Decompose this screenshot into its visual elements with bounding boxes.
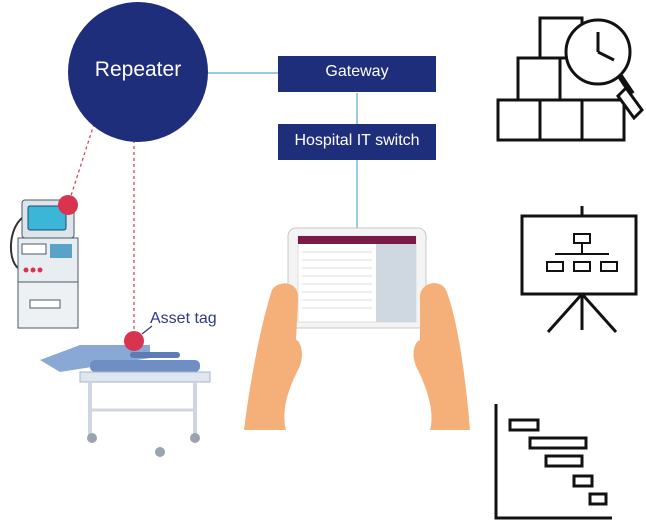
medical-machine-icon — [10, 199, 79, 329]
boxes-magnifier-clock-icon — [496, 16, 644, 142]
gateway-node — [278, 56, 436, 92]
it-switch-node — [278, 124, 436, 160]
gantt-chart-icon — [494, 404, 612, 520]
it-switch-label: Hospital IT switch — [294, 132, 420, 149]
repeater-label: Repeater — [94, 58, 182, 81]
tablet-hands-icon — [244, 227, 470, 430]
asset-tag-pointer — [141, 325, 153, 335]
repeater-machine-link — [67, 117, 97, 206]
machine-asset-tag — [58, 195, 78, 215]
repeater-node — [68, 2, 208, 142]
bed-asset-tag — [124, 331, 144, 351]
presentation-orgchart-icon — [520, 206, 638, 334]
gateway-label: Gateway — [325, 63, 389, 80]
hospital-bed-icon — [40, 345, 211, 457]
asset-tag-label: Asset tag — [150, 310, 217, 327]
